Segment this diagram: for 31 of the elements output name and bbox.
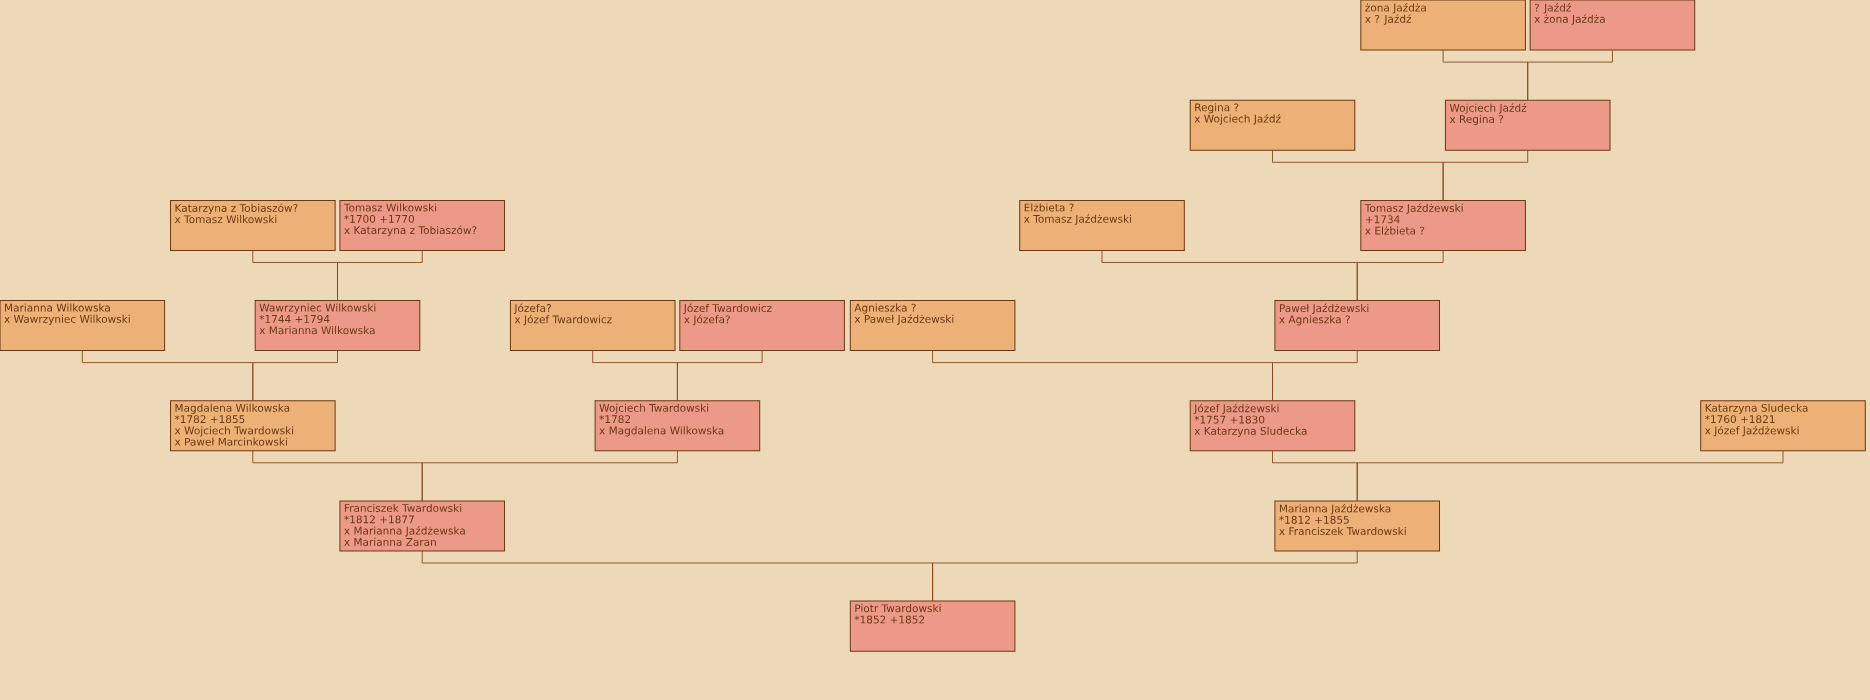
- connector-line: [1272, 350, 1358, 402]
- person-box: ? Jaźdź x żona Jaźdża: [1529, 0, 1696, 51]
- person-box: Wojciech Twardowski *1782 x Magdalena Wilkowska: [594, 400, 761, 452]
- person-box: Józef Twardowicz x Józefa?: [679, 300, 845, 352]
- person-box: Magdalena Wilkowska *1782 +1855 x Wojciech Twardowski x Paweł Marcinkowski: [170, 400, 336, 452]
- connector-line: [421, 450, 678, 502]
- person-box: Franciszek Twardowski *1812 +1877 x Marianna Jaźdżewska x Marianna Zaran: [339, 500, 505, 552]
- connector-line: [1527, 49, 1613, 101]
- connector-line: [252, 350, 338, 402]
- person-box: Józef Jaźdżewski *1757 +1830 x Katarzyna Sludecka: [1189, 400, 1356, 452]
- connector-line: [337, 250, 423, 301]
- person-box: Wojciech Jaźdź x Regina ?: [1444, 99, 1611, 151]
- person-box: Katarzyna Sludecka *1760 +1821 x Józef Jaźdżewski: [1700, 400, 1866, 452]
- person-box: Tomasz Wilkowski *1700 +1770 x Katarzyna z Tobiaszów?: [339, 199, 505, 251]
- connector-line: [1356, 450, 1784, 502]
- person-box: Józefa? x Józef Twardowicz: [509, 300, 676, 352]
- connector-line: [1356, 250, 1444, 301]
- person-box: Regina ? x Wojciech Jaźdź: [1189, 99, 1356, 151]
- connector-line: [932, 550, 1358, 602]
- person-box: Tomasz Jaźdżewski +1734 x Elżbieta ?: [1360, 199, 1526, 251]
- person-box: Marianna Wilkowska x Wawrzyniec Wilkowski: [0, 300, 166, 352]
- connector-line: [676, 350, 763, 402]
- person-box: Elżbieta ? x Tomasz Jaźdżewski: [1019, 199, 1185, 251]
- person-box: żona Jaźdża x ? Jaźdź: [1360, 0, 1526, 51]
- person-box: Agnieszka ? x Paweł Jaźdżewski: [849, 300, 1016, 352]
- person-box: Katarzyna z Tobiaszów? x Tomasz Wilkowski: [170, 199, 336, 251]
- person-box: Marianna Jaźdżewska *1812 +1855 x Franciszek Twardowski: [1274, 500, 1440, 552]
- person-box: Paweł Jaźdżewski x Agnieszka ?: [1274, 300, 1440, 352]
- person-box: Piotr Twardowski *1852 +1852: [849, 600, 1016, 652]
- person-box: Wawrzyniec Wilkowski *1744 +1794 x Marianna Wilkowska: [254, 300, 421, 352]
- connector-line: [1442, 149, 1529, 201]
